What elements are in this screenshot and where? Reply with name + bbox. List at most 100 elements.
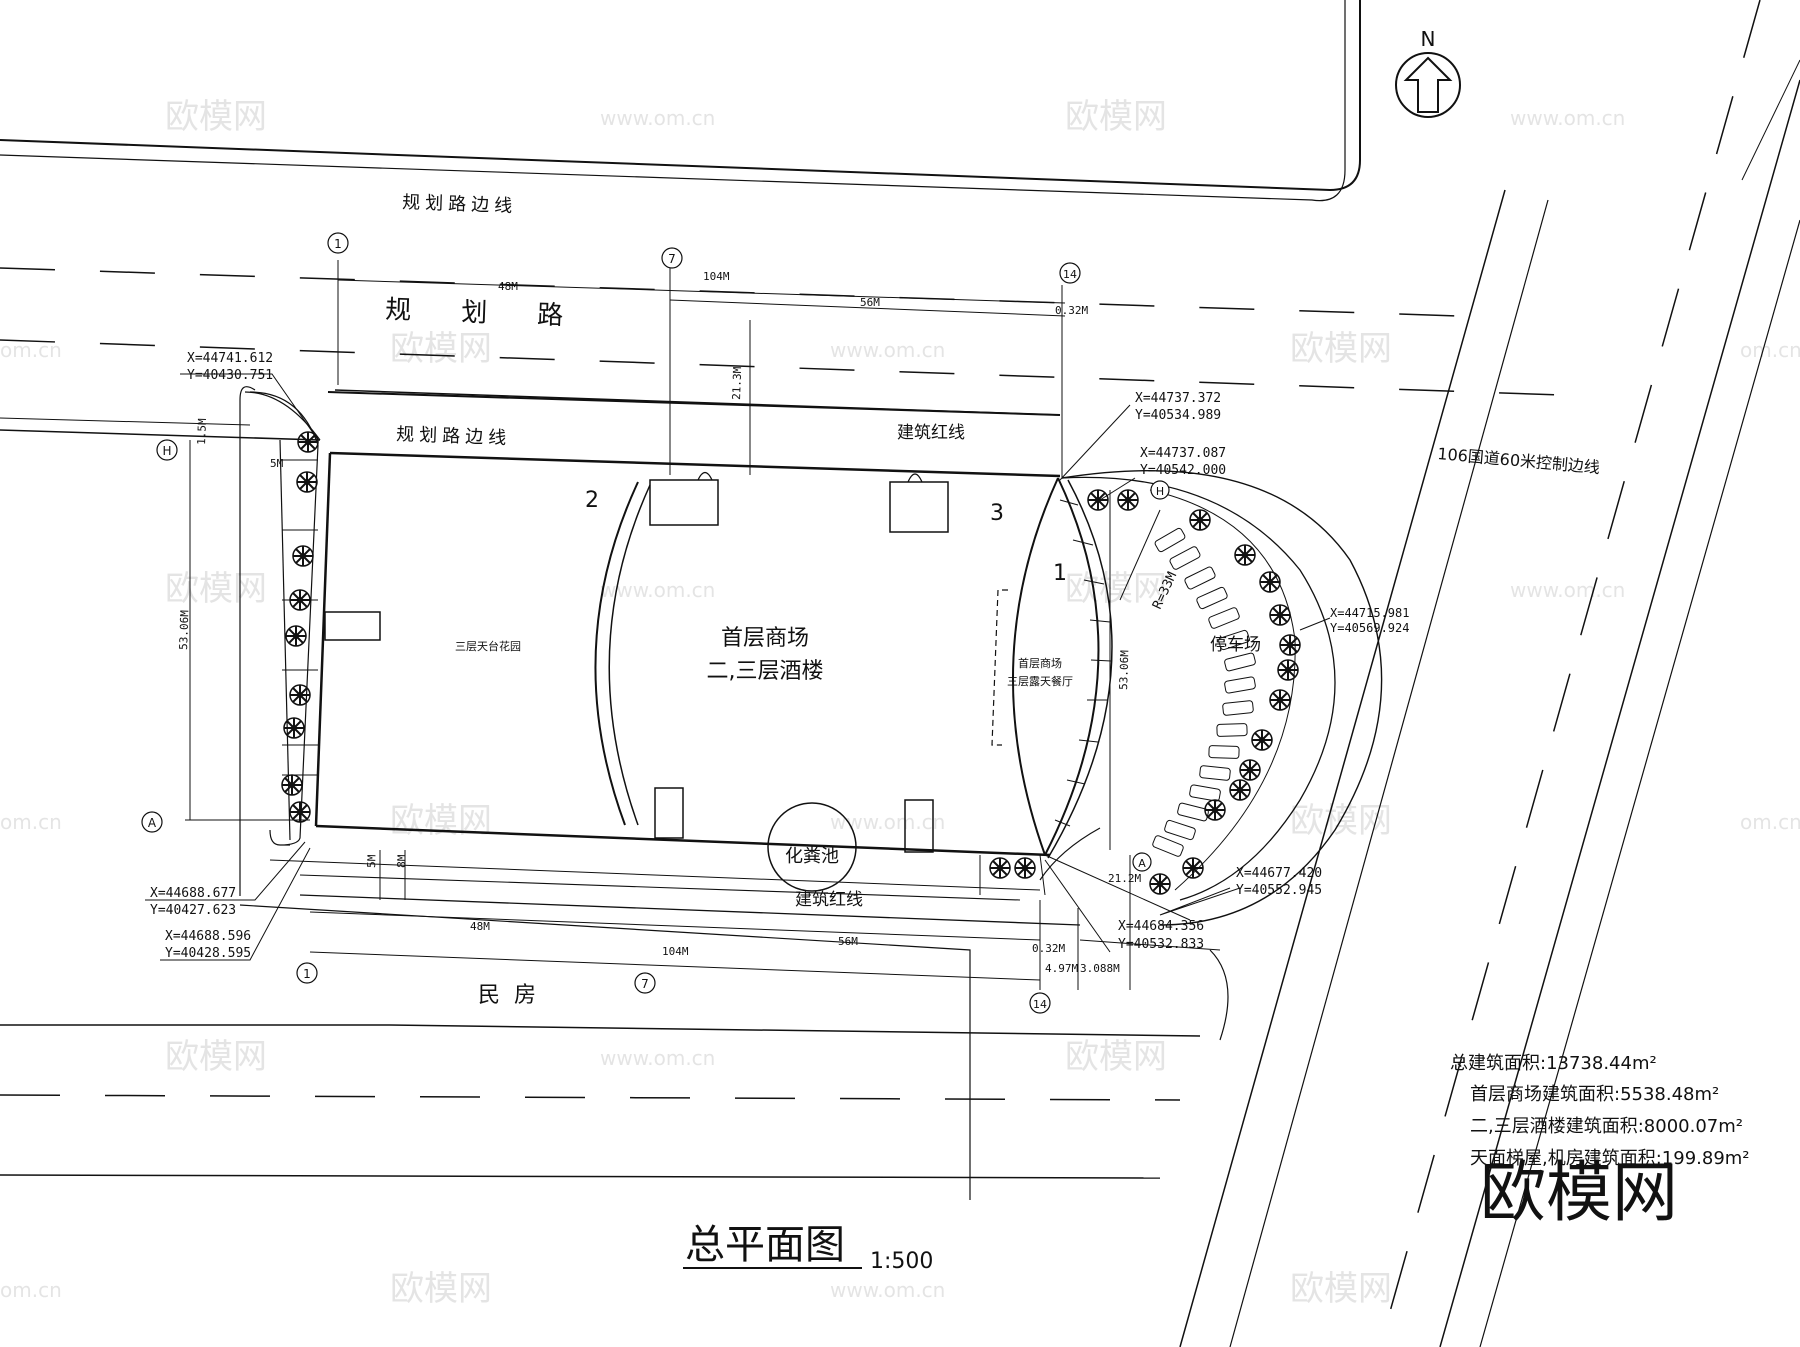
svg-text:14: 14: [1063, 268, 1077, 281]
roof-garden-label: 三层天台花园: [455, 639, 521, 653]
dim-label: 56M: [860, 296, 880, 309]
svg-text:H: H: [162, 444, 171, 458]
watermark: om.cn: [1740, 810, 1800, 834]
dim-label: 48M: [470, 920, 490, 933]
svg-text:A: A: [148, 816, 157, 830]
road-label: 规划路边线: [396, 424, 512, 449]
area-total: 总建筑面积:13738.44m²: [1450, 1053, 1657, 1074]
tree-row-west: [281, 431, 319, 823]
coord-x: X=44688.677: [150, 886, 236, 901]
svg-text:A: A: [1138, 857, 1146, 870]
area-mall: 首层商场建筑面积:5538.48m²: [1470, 1084, 1719, 1105]
svg-text:7: 7: [668, 252, 676, 266]
dim-label: 56M: [838, 935, 858, 948]
watermark: om.cn: [1740, 338, 1800, 362]
area-roof: 天面梯屋,机房建筑面积:199.89m²: [1470, 1148, 1750, 1169]
planned-road: [0, 0, 1561, 441]
arc-building-label: 首层商场: [1018, 656, 1062, 670]
axis-marker: [661, 247, 683, 269]
watermark: 欧模网: [1290, 329, 1392, 369]
coord-y: Y=40430.751: [187, 368, 273, 383]
area-restaurant: 二,三层酒楼建筑面积:8000.07m²: [1470, 1116, 1743, 1137]
coord-y: Y=40542.000: [1140, 463, 1226, 478]
north-arrow: N: [1395, 27, 1461, 118]
axis-marker: [1059, 262, 1081, 284]
watermark: 欧模网: [1065, 1037, 1167, 1077]
zone-label: 2: [585, 488, 599, 513]
watermark: 欧模网: [165, 97, 267, 137]
dim-label: 4.97M: [1045, 962, 1078, 975]
road-labels: 规划路边线 规划路 规划路边线 建筑红线 建筑红线 106国道60米控制边线: [385, 192, 1601, 910]
building-label: 二,三层酒楼: [707, 659, 824, 684]
axis-marker: [156, 439, 178, 461]
building-label: 首层商场: [721, 626, 809, 651]
coord-x: X=44737.087: [1140, 446, 1226, 461]
coordinate-leaders: [145, 373, 1331, 961]
watermark: om.cn: [0, 810, 62, 834]
axis-marker: [634, 972, 656, 994]
dim-label: 104M: [662, 945, 689, 958]
coord-y: Y=40427.623: [150, 903, 236, 918]
axis-markers: [141, 232, 1170, 1014]
watermark: www.om.cn: [1510, 106, 1625, 130]
watermark: 欧模网: [1065, 97, 1167, 137]
svg-text:1: 1: [303, 967, 311, 981]
watermark: 欧模网: [165, 569, 267, 609]
area-summary: 总建筑面积:13738.44m² 首层商场建筑面积:5538.48m² 二,三层…: [1450, 1053, 1750, 1169]
axis-marker: [1132, 852, 1152, 872]
dim-label: 53.06M: [1117, 650, 1131, 691]
watermark: om.cn: [0, 1278, 62, 1302]
site-labels: 首层商场 二,三层酒楼 三层天台花园 首层商场 三层露天餐厅 停车场 民房 1 …: [455, 488, 1261, 1008]
axis-marker: [296, 962, 318, 984]
title-main: 总平面图: [685, 1222, 845, 1268]
dim-label: 21.3M: [730, 366, 744, 400]
watermark: www.om.cn: [830, 1278, 945, 1302]
axis-labels: 1 7 14 H A 1 7 14 H A: [148, 237, 1164, 1011]
svg-text:7: 7: [641, 977, 649, 991]
watermark: www.om.cn: [600, 106, 715, 130]
tree-row-parking: [989, 489, 1301, 895]
coordinates: X=44741.612 Y=40430.751 X=44737.372 Y=40…: [150, 351, 1409, 961]
north-label: N: [1421, 27, 1436, 51]
svg-text:1: 1: [334, 237, 342, 251]
axis-marker: [327, 232, 349, 254]
septic-tank: 化粪池: [767, 802, 857, 892]
axis-marker: [141, 811, 163, 833]
dim-label: 48M: [498, 280, 518, 293]
coord-x: X=44684.356: [1118, 919, 1204, 934]
svg-text:14: 14: [1033, 998, 1047, 1011]
watermark: 欧模网: [390, 801, 492, 841]
axis-marker: [1029, 992, 1051, 1014]
brand-logo: 欧模网: [1480, 1154, 1678, 1231]
watermark: 欧模网: [165, 1037, 267, 1077]
watermark: 欧模网: [390, 329, 492, 369]
lower-road: [0, 859, 1229, 1200]
dim-label: 1.5M: [195, 418, 209, 445]
parking-area: [1044, 469, 1383, 926]
road-label: 106国道60米控制边线: [1437, 444, 1601, 477]
coord-x: X=44715.981: [1330, 606, 1409, 620]
dim-label: 104M: [703, 270, 730, 283]
title-scale: 1:500: [870, 1249, 933, 1274]
parking-label: 停车场: [1210, 635, 1261, 655]
coord-x: X=44737.372: [1135, 391, 1221, 406]
watermark-layer: 欧模网 www.om.cn 欧模网 www.om.cn 欧模网 www.om.c…: [0, 97, 1800, 1309]
coord-y: Y=40428.595: [165, 946, 251, 961]
road-label: 规划路边线: [402, 192, 518, 217]
dim-label: 5M: [365, 854, 378, 868]
watermark: www.om.cn: [600, 1046, 715, 1070]
svg-text:H: H: [1156, 485, 1164, 498]
coord-x: X=44741.612: [187, 351, 273, 366]
watermark: www.om.cn: [830, 338, 945, 362]
watermark: 欧模网: [1065, 569, 1167, 609]
septic-label: 化粪池: [785, 846, 839, 867]
redline-label: 建筑红线: [795, 890, 863, 910]
dimension-lines: [185, 250, 1131, 990]
watermark: www.om.cn: [600, 578, 715, 602]
arc-building: [991, 477, 1113, 859]
dimension-labels: 104M 48M 56M 0.32M 21.3M 1.5M 5M 53.06M …: [177, 270, 1180, 975]
dim-label: 0.32M: [1032, 942, 1065, 955]
dim-label: 53.06M: [177, 610, 191, 651]
coord-x: X=44688.596: [165, 929, 251, 944]
